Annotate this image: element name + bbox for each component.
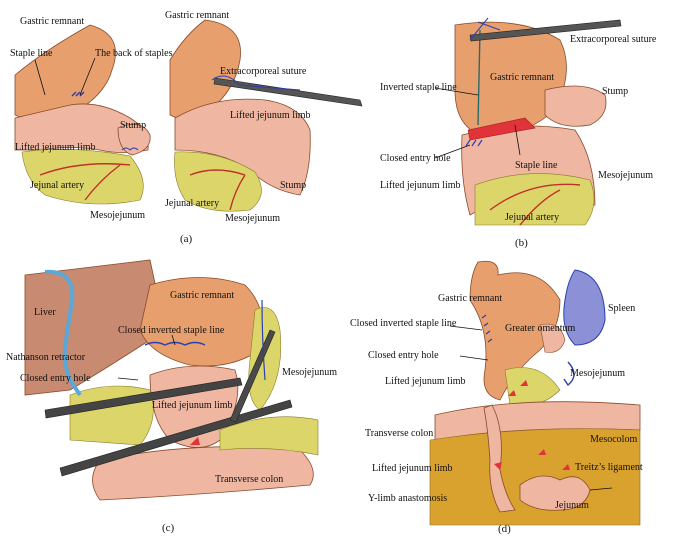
label-extracorporeal-suture-a: Extracorporeal suture <box>220 66 307 77</box>
panel-c-mesojejunum-suture <box>261 299 266 381</box>
label-gastric-remnant-c: Gastric remnant <box>170 290 235 301</box>
panel-d-staple-line <box>481 314 493 343</box>
panel-b-mesojejunum <box>474 173 595 226</box>
label-stump-b: Stump <box>602 86 629 97</box>
panel-d-drawing <box>429 260 641 526</box>
label-lifted-jejunum-limb-d-lower: Lifted jejunum limb <box>372 463 453 474</box>
panel-a-right-artery <box>189 169 246 211</box>
panel-d-spleen <box>563 269 606 346</box>
label-transverse-colon-c: Transverse colon <box>215 474 284 485</box>
panel-a-drawing <box>14 19 363 212</box>
label-closed-entry-hole-d: Closed entry hole <box>368 350 439 361</box>
label-back-of-staples: The back of staples <box>95 48 173 59</box>
panel-b-closed-entry-sutures <box>465 139 483 147</box>
label-gastric-remnant-a-right: Gastric remnant <box>165 10 230 21</box>
caption-d: (d) <box>498 523 511 535</box>
label-jejunal-artery-a-left: Jejunal artery <box>30 180 85 191</box>
panel-d-greater-omentum <box>539 323 566 353</box>
caption-b: (b) <box>515 237 528 249</box>
panel-b-stump <box>544 85 607 127</box>
label-extracorporeal-suture-b: Extracorporeal suture <box>570 34 657 45</box>
panel-c-transverse-colon <box>92 446 314 501</box>
label-jejunal-artery-a-right: Jejunal artery <box>165 198 220 209</box>
panel-c-instrument-upper <box>44 377 243 419</box>
label-mesocolom-d: Mesocolom <box>590 434 638 445</box>
panel-a-left-artery <box>39 163 131 201</box>
panel-b-staple-line-red <box>467 117 536 141</box>
panel-c-red-arrow <box>190 437 200 445</box>
label-greater-omentum-d: Greater omentum <box>505 323 576 334</box>
label-staple-line-a: Staple line <box>10 48 53 59</box>
label-jejunum-d: Jejunum <box>555 500 589 511</box>
panel-a-right-instrument <box>213 77 363 107</box>
label-lifted-jejunum-limb-a-right: Lifted jejunum limb <box>230 110 311 121</box>
label-inverted-staple-line-b: Inverted staple line <box>380 82 457 93</box>
label-gastric-remnant-a-left: Gastric remnant <box>20 16 85 27</box>
panel-a-left-mesojejunum <box>21 148 144 205</box>
panel-a-right-suture <box>211 75 301 91</box>
label-stump-a-right: Stump <box>280 180 307 191</box>
label-spleen-d: Spleen <box>608 303 636 314</box>
panel-b-inverted-staple-line <box>477 29 481 126</box>
label-closed-entry-hole-c: Closed entry hole <box>20 373 91 384</box>
label-closed-inverted-staple-line-c: Closed inverted staple line <box>118 325 225 336</box>
panel-d-blue-arrow <box>563 361 575 387</box>
label-treitz-ligament-d: Treitz’s ligament <box>575 462 643 473</box>
caption-c: (c) <box>162 522 175 534</box>
panel-d-lifted-jejunum-lower <box>483 404 516 513</box>
label-gastric-remnant-b: Gastric remnant <box>490 72 555 83</box>
label-mesojejunum-c: Mesojejunum <box>282 367 337 378</box>
panel-b-suture <box>469 17 501 41</box>
label-y-limb-anastomosis-d: Y-limb anastomosis <box>368 493 448 504</box>
label-mesojejunum-a-left: Mesojejunum <box>90 210 145 221</box>
panel-a-right-mesojejunum <box>174 151 262 212</box>
label-jejunal-artery-b: Jejunal artery <box>505 212 560 223</box>
label-mesojejunum-a-right: Mesojejunum <box>225 213 280 224</box>
label-lifted-jejunum-limb-a-left: Lifted jejunum limb <box>15 142 96 153</box>
label-mesojejunum-b: Mesojejunum <box>598 170 653 181</box>
label-lifted-jejunum-limb-c: Lifted jejunum limb <box>152 400 233 411</box>
label-nathanson-retractor-c: Nathanson retractor <box>6 352 86 363</box>
panel-c-mesojejunum-right <box>248 307 282 411</box>
caption-a: (a) <box>180 233 193 245</box>
label-mesojejunum-d: Mesojejunum <box>570 368 625 379</box>
panel-b-drawing <box>454 17 622 226</box>
label-lifted-jejunum-limb-d-upper: Lifted jejunum limb <box>385 376 466 387</box>
panel-c-colon-mesentery <box>219 416 319 456</box>
panel-d-mesojejunum <box>504 367 561 407</box>
panel-c-staple-sutures <box>144 341 206 346</box>
panel-d-jejunum-loops <box>519 475 591 511</box>
panel-b-artery <box>489 183 581 226</box>
label-gastric-remnant-d: Gastric remnant <box>438 293 503 304</box>
label-liver-c: Liver <box>34 307 56 318</box>
label-closed-inverted-staple-line-d: Closed inverted staple line <box>350 318 457 329</box>
label-lifted-jejunum-limb-b: Lifted jejunum limb <box>380 180 461 191</box>
label-staple-line-b: Staple line <box>515 160 558 171</box>
label-stump-a-left: Stump <box>120 120 147 131</box>
panel-a-left-stump-suture <box>121 147 139 151</box>
panel-a-left-staples <box>71 91 85 97</box>
panel-c-nathanson-retractor <box>44 269 82 397</box>
label-transverse-colon-d: Transverse colon <box>365 428 434 439</box>
panel-c-drawing <box>24 259 319 501</box>
label-closed-entry-hole-b: Closed entry hole <box>380 153 451 164</box>
leader-lines <box>34 57 613 491</box>
panel-a-left-stump <box>117 123 151 156</box>
